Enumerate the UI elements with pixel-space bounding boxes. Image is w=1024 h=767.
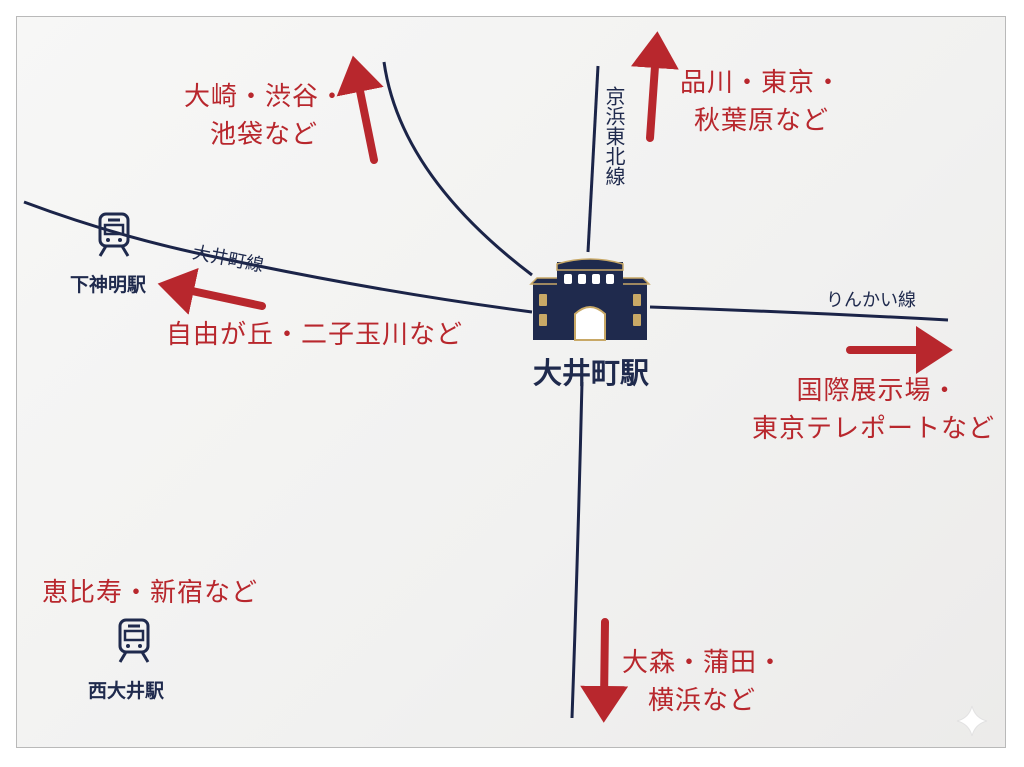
dest-jiyugaoka: 自由が丘・二子玉川など — [166, 316, 463, 354]
dest-kokusai-line2: 東京テレポートなど — [752, 414, 996, 444]
arrow-omori — [580, 618, 629, 723]
line-label-rinkai: りんかい線 — [826, 290, 916, 311]
station-building-icon — [529, 258, 651, 341]
main-station-name: 大井町駅 — [533, 356, 650, 390]
dest-osaki: 大崎・渋谷・ 池袋など — [184, 78, 346, 154]
train-icon — [98, 212, 130, 257]
keihin-tohoku-line-north — [586, 65, 600, 253]
station-shimoshinmei: 下神明駅 — [70, 274, 147, 296]
dest-omori-line1: 大森・蒲田・ — [622, 648, 785, 678]
arrow-shinagawa — [630, 31, 679, 142]
dest-shinagawa-line2: 秋葉原など — [694, 106, 830, 136]
jr-north-line — [382, 61, 533, 277]
oimachi-line — [23, 200, 533, 314]
dest-osaki-line2: 池袋など — [210, 120, 319, 150]
map-frame — [16, 16, 1006, 748]
arrow-jiyugaoka — [157, 267, 266, 315]
dest-ebisu-line1: 恵比寿・新宿など — [42, 578, 259, 608]
keihin-tohoku-line-south — [570, 381, 584, 719]
dest-omori-line2: 横浜など — [648, 686, 757, 716]
dest-ebisu: 恵比寿・新宿など — [42, 574, 258, 612]
dest-kokusai-line1: 国際展示場・ — [796, 376, 959, 406]
arrow-osaki — [336, 55, 384, 164]
sparkle-icon — [956, 705, 988, 737]
dest-omori: 大森・蒲田・ 横浜など — [622, 644, 784, 720]
dest-shinagawa-line1: 品川・東京・ — [680, 68, 843, 98]
rinkai-line — [649, 305, 949, 322]
dest-jiyugaoka-line1: 自由が丘・二子玉川など — [166, 320, 464, 350]
line-label-keihin-tohoku: 京浜東北線 — [602, 86, 626, 186]
dest-osaki-line1: 大崎・渋谷・ — [184, 82, 347, 112]
dest-kokusai: 国際展示場・ 東京テレポートなど — [752, 372, 995, 448]
station-nishioi: 西大井駅 — [88, 680, 165, 702]
train-icon — [118, 618, 150, 663]
dest-shinagawa: 品川・東京・ 秋葉原など — [680, 64, 842, 140]
